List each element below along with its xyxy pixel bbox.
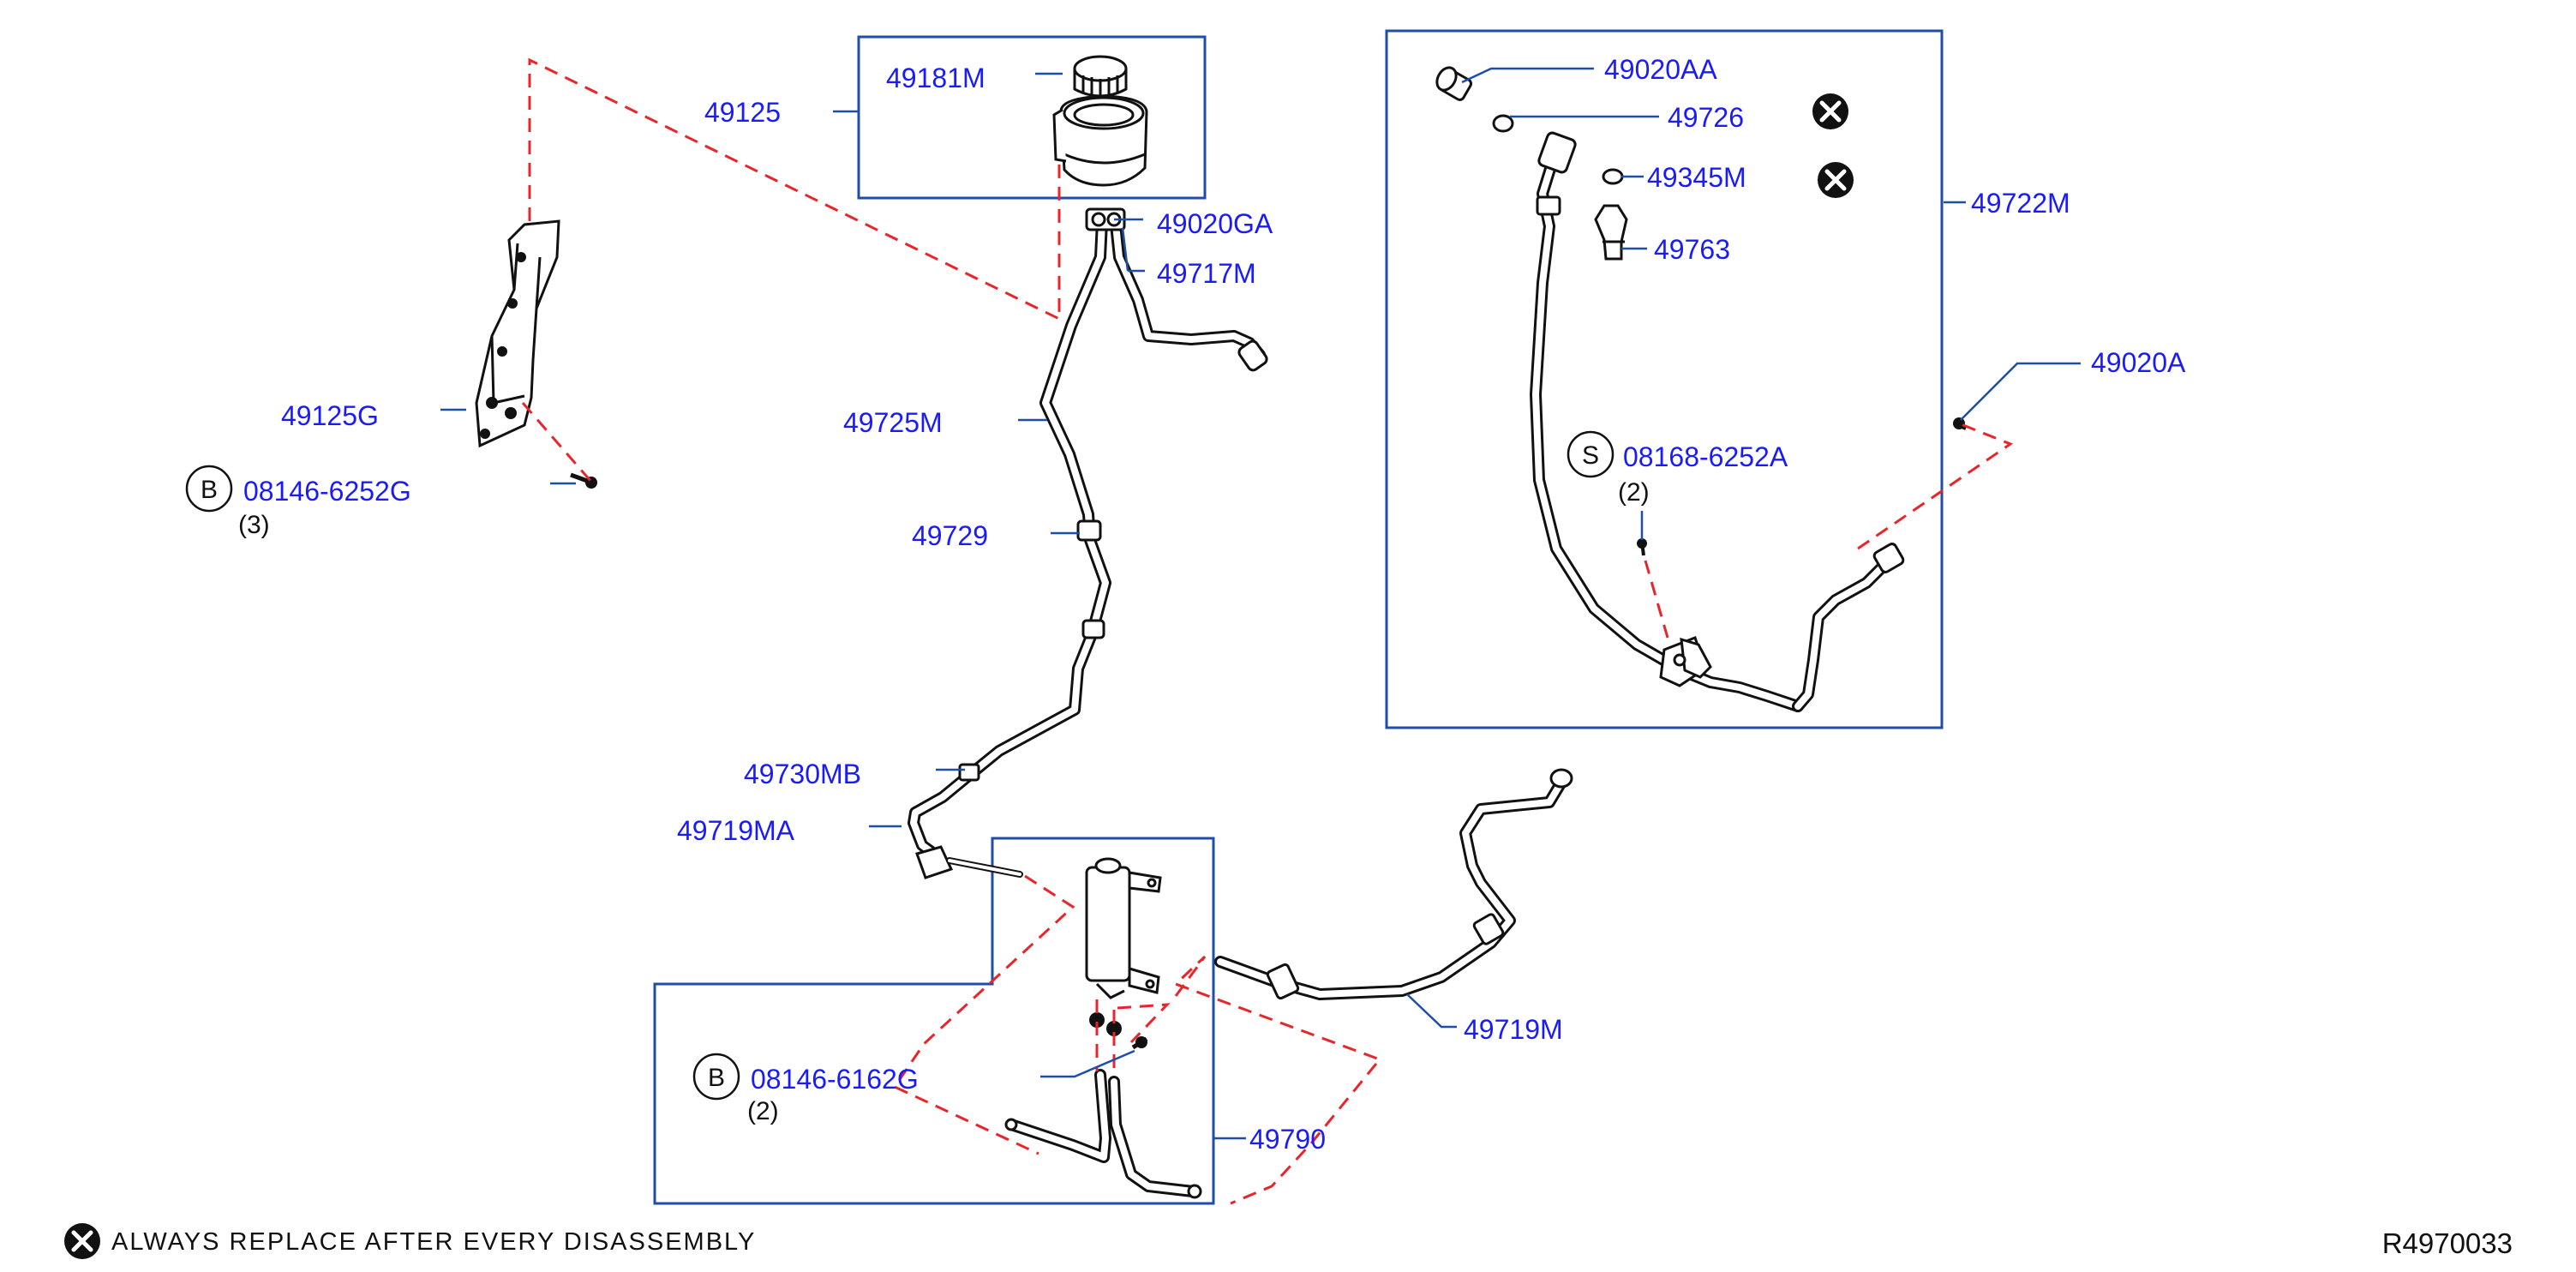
clamp-49719ma [915, 845, 1023, 879]
hose-49717m [1110, 219, 1268, 372]
o-ring-49726 [1492, 114, 1514, 133]
bolt-mark-b2: B [692, 1053, 740, 1101]
clip-49763 [1594, 204, 1628, 261]
bracket-49125g [475, 219, 560, 448]
label-49729: 49729 [912, 520, 988, 551]
leader-lines [440, 67, 2081, 1140]
label-49790: 49790 [1249, 1124, 1326, 1155]
reference-dashes [521, 57, 2014, 1205]
legend-text: ALWAYS REPLACE AFTER EVERY DISASSEMBLY [111, 1228, 756, 1256]
label-49722m: 49722M [1971, 188, 2070, 219]
x-circle-icon [64, 1223, 100, 1259]
legend: ALWAYS REPLACE AFTER EVERY DISASSEMBLY [64, 1223, 756, 1259]
cooler-tube-lower [1004, 1069, 1202, 1199]
qty-08168-6252a: (2) [1618, 478, 1650, 507]
bolt-08146-6162g [1089, 1012, 1148, 1050]
bolt-mark-b2-letter: B [708, 1064, 725, 1092]
label-49020a: 49020A [2091, 347, 2186, 378]
label-49181m: 49181M [886, 63, 985, 93]
reservoir-box [857, 35, 1207, 200]
bolt-mark-s1-letter: S [1582, 441, 1599, 470]
replace-marker-49345m [1818, 162, 1854, 198]
label-49719ma: 49719MA [677, 815, 795, 846]
label-08146-6162g: 08146-6162G [751, 1064, 919, 1095]
diagram-code: R4970033 [2382, 1227, 2513, 1259]
qty-08146-6252g: (3) [238, 511, 270, 539]
label-49125g: 49125G [281, 400, 379, 431]
bolt-08168-6252a [1637, 538, 1647, 556]
clamp-49730mb [958, 763, 980, 782]
replace-marker-49726 [1812, 93, 1848, 129]
label-49726: 49726 [1668, 102, 1744, 133]
high-pressure-hose-box [1385, 29, 1944, 729]
label-49730mb: 49730MB [744, 759, 861, 789]
bolt-mark-b1: B [185, 465, 233, 513]
qty-08146-6162g: (2) [747, 1097, 779, 1125]
label-49125: 49125 [704, 97, 781, 128]
connector-49020aa [1435, 66, 1473, 101]
reservoir-cap-49181m [1073, 55, 1128, 98]
label-08146-6252g: 08146-6252G [243, 476, 411, 507]
label-08168-6252a: 08168-6252A [1623, 441, 1788, 472]
cooler-box [653, 837, 1215, 1205]
hose-49719m [1214, 768, 1573, 1000]
hose-49725m [908, 215, 1111, 865]
bolt-08146-6252g [570, 472, 597, 489]
label-49345m: 49345M [1647, 162, 1746, 193]
label-49020ga: 49020GA [1157, 208, 1273, 239]
label-49719m: 49719M [1464, 1014, 1563, 1045]
hose-49722m [1530, 131, 1905, 712]
bolt-mark-s1: S [1567, 430, 1614, 478]
oil-cooler-49790 [1085, 857, 1162, 999]
o-ring-49345m [1602, 168, 1624, 185]
clamp-mid [1081, 619, 1105, 639]
bolt-mark-b1-letter: B [201, 476, 218, 504]
clamp-49729 [1076, 519, 1102, 542]
label-49763: 49763 [1654, 234, 1730, 265]
label-49725m: 49725M [843, 407, 943, 438]
label-49717m: 49717M [1157, 258, 1256, 289]
label-49020aa: 49020AA [1604, 54, 1717, 85]
bolt-49020a [1953, 417, 1967, 430]
reservoir-body-49125 [1052, 94, 1148, 187]
